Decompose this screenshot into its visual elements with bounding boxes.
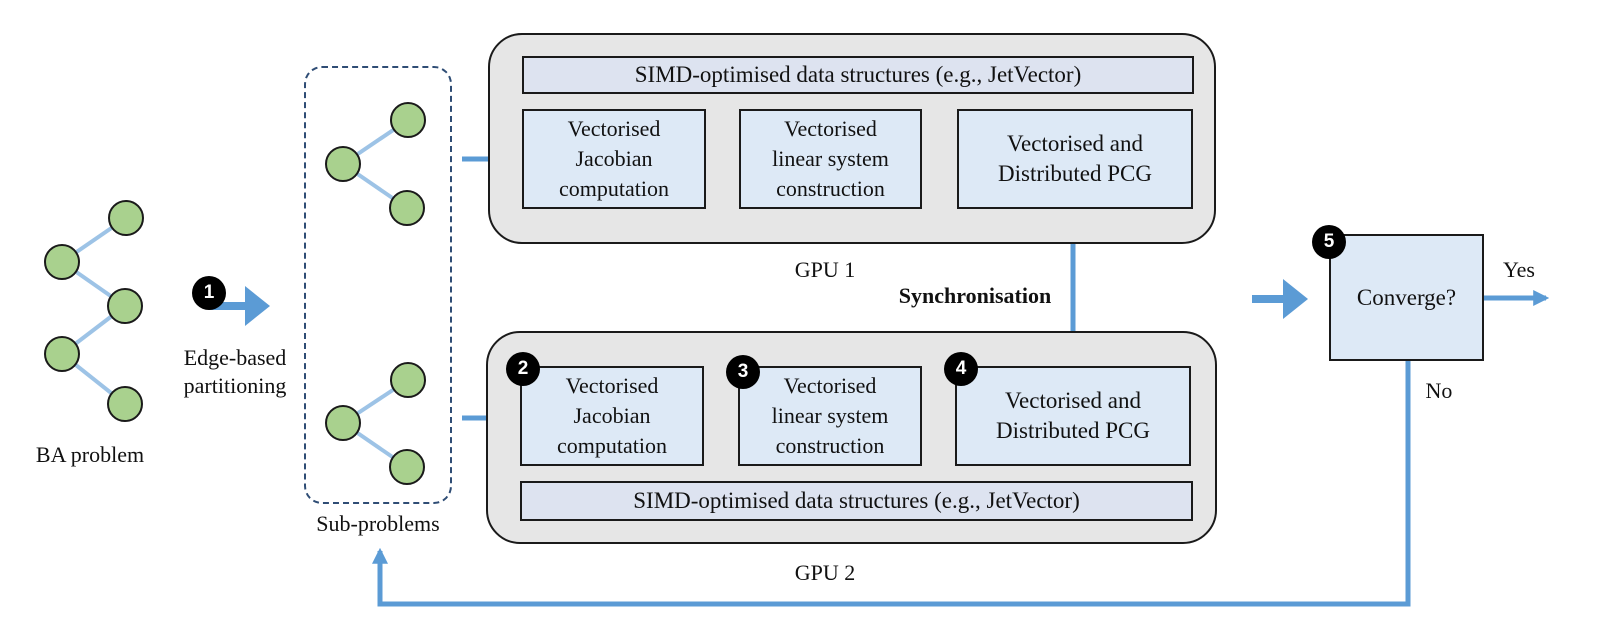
- gpu1-label: GPU 1: [794, 257, 856, 282]
- step-1-badge: 1: [192, 276, 226, 310]
- graph-node: [108, 200, 144, 236]
- graph-node: [325, 405, 361, 441]
- gpu2-jacobian-stage: Vectorised Jacobian computation: [520, 366, 704, 466]
- graph-node: [107, 288, 143, 324]
- partitioning-label: Edge-based partitioning: [183, 345, 287, 398]
- gpu2-pcg-stage: Vectorised and Distributed PCG: [955, 366, 1191, 466]
- sub-problem-graph-top: [325, 102, 426, 226]
- no-loop-arrow: [371, 360, 1411, 607]
- step-3-badge: 3: [726, 355, 760, 389]
- gpu1-jacobian-stage: Vectorised Jacobian computation: [522, 109, 706, 209]
- sub-problems-label: Sub-problems: [316, 511, 440, 536]
- gpu2-linear-stage: Vectorised linear system construction: [738, 366, 922, 466]
- step-5-badge: 5: [1312, 225, 1346, 259]
- graph-node: [325, 146, 361, 182]
- step-4-badge: 4: [944, 352, 978, 386]
- partition-arrow: [209, 286, 270, 326]
- synchronisation-label: Synchronisation: [898, 283, 1052, 308]
- sub-problem-graph-bottom: [325, 362, 426, 485]
- to-converge-arrow: [1252, 279, 1308, 319]
- gpu1-pcg-stage: Vectorised and Distributed PCG: [957, 109, 1193, 209]
- step-2-badge: 2: [506, 352, 540, 386]
- ba-problem-label: BA problem: [35, 442, 145, 467]
- sub-problems-container: [304, 66, 452, 504]
- gpu2-simd-box: SIMD-optimised data structures (e.g., Je…: [520, 481, 1193, 521]
- graph-node: [390, 102, 426, 138]
- ba-problem-graph: [44, 200, 144, 422]
- graph-node: [389, 449, 425, 485]
- no-label: No: [1425, 378, 1453, 403]
- graph-node: [44, 336, 80, 372]
- gpu1-simd-box: SIMD-optimised data structures (e.g., Je…: [522, 56, 1194, 94]
- graph-node: [107, 386, 143, 422]
- graph-node: [44, 244, 80, 280]
- gpu1-linear-stage: Vectorised linear system construction: [739, 109, 922, 209]
- converge-box: Converge?: [1329, 234, 1484, 361]
- graph-node: [390, 362, 426, 398]
- gpu2-label: GPU 2: [794, 560, 856, 585]
- graph-node: [389, 190, 425, 226]
- yes-label: Yes: [1502, 257, 1535, 282]
